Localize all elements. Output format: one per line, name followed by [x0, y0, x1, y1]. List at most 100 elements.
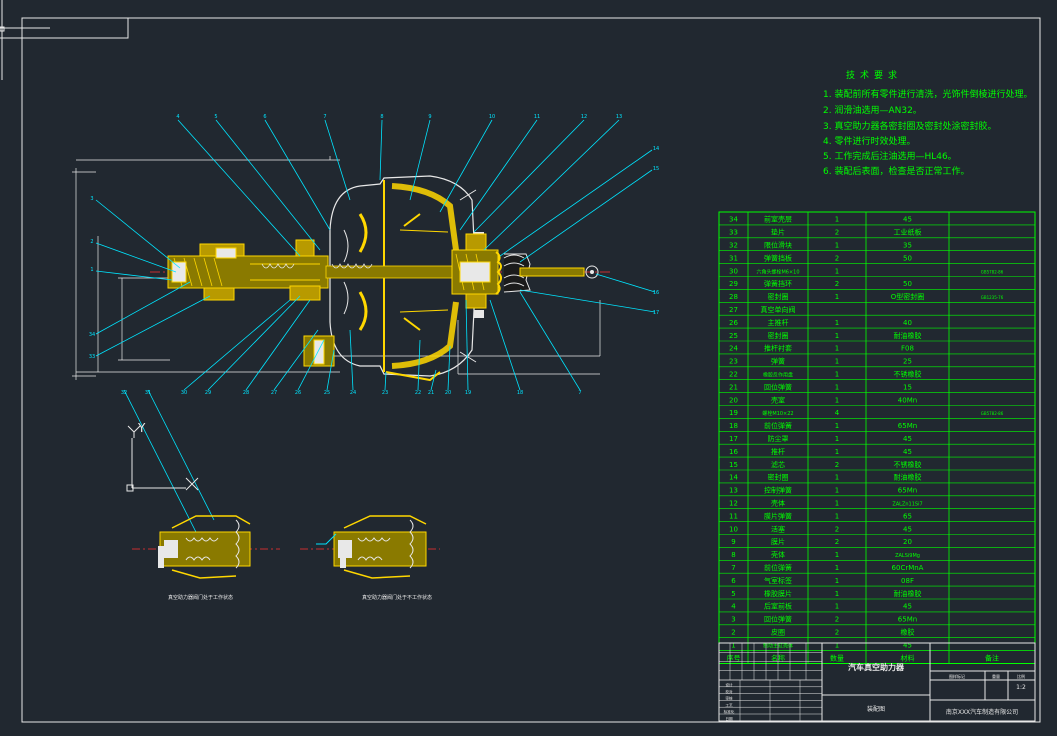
bom-cell: 皮圈 [771, 628, 785, 637]
bom-cell: 1 [835, 564, 839, 572]
bom-cell: 21 [729, 383, 738, 391]
bom-cell: 35 [903, 242, 912, 250]
bom-cell: GB5782-86 [981, 411, 1004, 416]
bom-cell: 前室壳层 [764, 215, 792, 224]
bom-cell: 28 [729, 293, 738, 301]
bom-cell: GB5782-86 [981, 269, 1004, 274]
bom-cell: 密封圈 [768, 473, 789, 482]
bom-cell: 50 [903, 254, 912, 262]
tech-requirement-3: 3. 真空助力器各密封圈及密封处涂密封胶。 [823, 122, 997, 132]
bom-cell: 1 [835, 422, 839, 430]
bom-cell: 45 [903, 435, 912, 443]
balloon-number: 26 [295, 390, 301, 396]
coordinate-axes [126, 425, 199, 492]
bom-cell: 弹簧挡环 [764, 279, 792, 288]
corner-stub [0, 0, 129, 80]
bom-cell: 3 [731, 616, 735, 624]
sign-label: 审核 [725, 696, 733, 701]
balloon-number: 28 [243, 390, 249, 396]
bom-cell: 13 [729, 487, 738, 495]
balloon-number: 23 [382, 390, 388, 396]
bom-cell: 1 [835, 590, 839, 598]
balloon-number: 29 [205, 390, 211, 396]
bom-cell: 33 [729, 229, 738, 237]
bom-cell: 34 [729, 216, 738, 224]
tech-requirements-title: 技术要求 [846, 71, 903, 81]
tech-requirement-6: 6. 装配后表面，检查是否正常工作。 [823, 167, 970, 177]
bom-cell: 2 [835, 525, 839, 533]
bom-cell: 1 [835, 319, 839, 327]
bom-cell: ZALZn11Si7 [892, 502, 922, 508]
bom-cell: 5 [731, 590, 735, 598]
bom-cell: 壳体 [771, 550, 785, 559]
bom-cell: 不锈橡胶 [894, 370, 922, 379]
bom-cell: 20 [729, 396, 738, 404]
bom-cell: 1 [835, 487, 839, 495]
bom-cell: 1 [835, 267, 839, 275]
bom-row: 18 前位弹簧 1 65Mn [719, 418, 1035, 430]
sign-label: 日期 [725, 716, 733, 721]
title-label-weight: 重量 [992, 673, 1000, 679]
bom-cell: 50 [903, 280, 912, 288]
drawing-title: 汽车真空助力器 [848, 662, 905, 672]
bom-cell: 壳室 [771, 395, 785, 404]
bom-cell: 防尘罩 [768, 434, 789, 443]
bom-cell: 45 [903, 448, 912, 456]
bom-cell: 2 [835, 538, 839, 546]
bom-cell: 2 [835, 629, 839, 637]
balloon-number: 32 [121, 390, 127, 396]
central-shaft [325, 265, 467, 279]
tech-requirement-2: 2. 润滑油选用—AN32。 [823, 106, 922, 116]
bom-cell: 1 [835, 603, 839, 611]
bom-cell: 膜片弹簧 [764, 511, 792, 520]
sign-label: 标准化 [724, 709, 735, 714]
bom-cell: 限位滑块 [764, 241, 792, 250]
balloon-number: 1 [90, 267, 93, 273]
bom-cell: F08 [901, 345, 914, 353]
bom-cell: GB1235-76 [981, 295, 1004, 300]
bom-header-cell: 材料 [901, 653, 915, 662]
bom-cell: 45 [903, 603, 912, 611]
bom-cell: 2 [835, 254, 839, 262]
bom-cell: 1 [835, 500, 839, 508]
bom-cell: 26 [729, 319, 738, 327]
bom-cell: 1 [835, 448, 839, 456]
sign-label: 工艺 [725, 702, 733, 707]
balloon-number: 19 [465, 390, 471, 396]
tech-requirement-4: 4. 零件进行时效处理。 [823, 137, 916, 147]
balloon-number: 16 [653, 290, 659, 296]
bom-cell: 1 [835, 383, 839, 391]
balloon-number: 31 [145, 390, 151, 396]
bom-cell: 15 [903, 383, 912, 391]
bom-cell: 1 [835, 435, 839, 443]
bom-cell: 橡胶膜片 [764, 589, 792, 598]
bom-cell: 前位弹簧 [764, 421, 792, 430]
bom-cell: 22 [729, 371, 738, 379]
bom-cell: 活塞 [771, 524, 785, 533]
bom-cell: 1 [835, 293, 839, 301]
tech-requirement-1: 1. 装配前所有零件进行清洗，光饰件倒棱进行处理。 [823, 90, 1033, 100]
bom-cell: 19 [729, 409, 738, 417]
bom-cell: 65Mn [898, 616, 917, 624]
bom-cell: 橡胶 [901, 628, 915, 637]
bom-cell: 65Mn [898, 422, 917, 430]
title-block: 汽车真空助力器 装配图 南京XXX汽车制造有限公司 1:2 图样标记 重量 比例… [718, 642, 1036, 722]
bom-cell: 回位弹簧 [764, 615, 792, 624]
bom-cell: 11 [729, 512, 738, 520]
sign-label: 设计 [725, 682, 733, 687]
bom-cell: 1 [835, 551, 839, 559]
balloon-number: 11 [534, 114, 540, 120]
bom-cell: 14 [729, 474, 738, 482]
tech-requirement-5: 5. 工作完成后注油选用—HL46。 [823, 152, 957, 162]
bom-cell: 18 [729, 422, 738, 430]
bom-cell: 2 [835, 461, 839, 469]
